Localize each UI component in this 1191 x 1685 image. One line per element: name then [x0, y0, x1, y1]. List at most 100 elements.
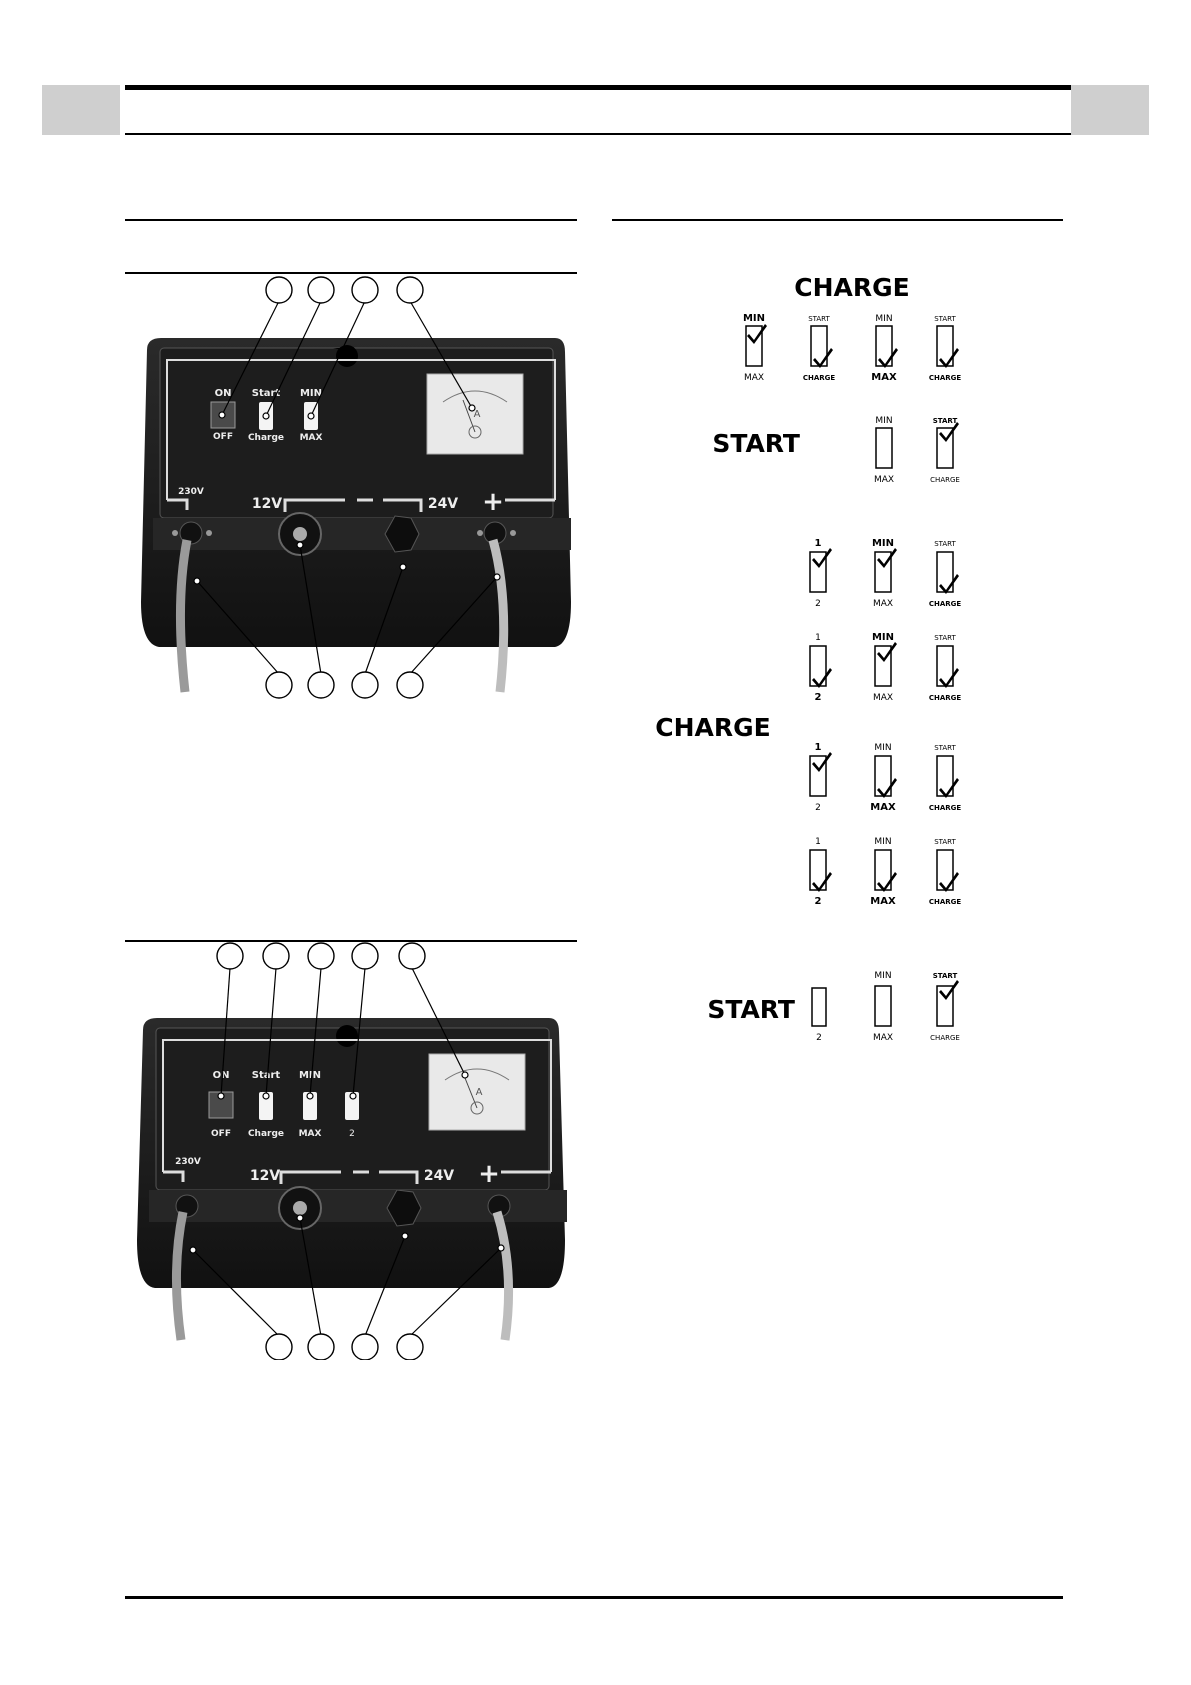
check-icon [877, 778, 897, 798]
ra-one: 1 [815, 538, 822, 549]
start-label-2: Start [252, 1070, 281, 1081]
knob-24v[interactable] [384, 515, 420, 553]
rc-one: 1 [815, 742, 822, 753]
step-switch-2[interactable] [345, 1092, 359, 1120]
min-label-2: MIN [299, 1070, 321, 1081]
mains-cable-2 [171, 1211, 188, 1341]
r1-min-2: MIN [875, 314, 892, 324]
rb-start: START [934, 634, 956, 642]
figure-1-rule [125, 272, 577, 274]
rd-start: START [934, 838, 956, 846]
r2-min: MIN [875, 416, 892, 426]
callout-8 [396, 671, 424, 699]
header-tab-left [42, 85, 120, 135]
min-label: MIN [300, 388, 322, 399]
callout-7 [351, 671, 379, 699]
min-max-switch-2[interactable] [303, 1092, 317, 1120]
footer-rule [125, 1596, 1063, 1599]
frame-230v [167, 498, 189, 510]
re-charge: CHARGE [930, 1034, 960, 1042]
on-label-2: ON [213, 1070, 230, 1081]
ammeter-unit-2: A [476, 1087, 483, 1098]
start-charge-switch-2[interactable] [259, 1092, 273, 1120]
start-title-1: START [712, 429, 800, 458]
left-section-rule [125, 219, 577, 221]
rb-min: MIN [872, 632, 894, 643]
re-max: MAX [873, 1033, 893, 1043]
r2-charge: CHARGE [930, 476, 960, 484]
callout-2-5 [398, 942, 426, 970]
charge-label: Charge [248, 433, 284, 443]
callout-2-3 [307, 942, 335, 970]
start-title-2: START [707, 995, 795, 1024]
header-bottom-rule [125, 133, 1071, 135]
ra-switch-1-2 [809, 551, 827, 593]
max-label-2: MAX [299, 1129, 322, 1139]
rb-max: MAX [873, 693, 893, 703]
rc-start: START [934, 744, 956, 752]
re-switch-start-charge [936, 985, 954, 1027]
plus-label-2: + [478, 1159, 500, 1189]
r2-start: START [933, 417, 958, 425]
r1-switch-min-max-1 [745, 325, 763, 367]
r1-charge-1: CHARGE [803, 374, 836, 382]
ra-max: MAX [873, 599, 893, 609]
r2-max: MAX [874, 475, 894, 485]
ra-min: MIN [872, 538, 894, 549]
callout-1 [265, 276, 293, 304]
ra-start: START [934, 540, 956, 548]
callout-2-6 [265, 1333, 293, 1360]
figure-2-rule [125, 940, 577, 942]
power-switch-2[interactable] [208, 1091, 234, 1119]
check-icon [877, 872, 897, 892]
rc-switch-1-2 [809, 755, 827, 797]
callout-2-8 [351, 1333, 379, 1360]
re-two: 2 [816, 1033, 822, 1043]
rd-min: MIN [874, 837, 891, 847]
ammeter-2 [428, 1053, 526, 1131]
start-label: Start [252, 388, 281, 399]
charger-figure-1: ON OFF Start Charge MIN MAX A 230V 12V 2… [141, 276, 571, 699]
knob-24v-2[interactable] [386, 1189, 422, 1227]
plus-label: + [482, 487, 504, 517]
rd-max: MAX [870, 896, 896, 907]
label-12v-2: 12V [250, 1168, 280, 1184]
rb-one: 1 [815, 633, 821, 643]
rc-min: MIN [874, 743, 891, 753]
check-icon [813, 348, 833, 368]
off-label-2: OFF [211, 1129, 231, 1139]
check-icon [812, 548, 832, 568]
header-top-rule [125, 85, 1071, 90]
check-icon [877, 548, 897, 568]
ammeter-unit: A [474, 409, 481, 420]
r1-min-1: MIN [743, 313, 765, 324]
r2-switch-start-charge [936, 427, 954, 469]
label-12v: 12V [252, 496, 282, 512]
check-icon [747, 324, 767, 344]
check-icon [812, 668, 832, 688]
header-tab-right [1071, 85, 1149, 135]
check-icon [812, 752, 832, 772]
ra-charge: CHARGE [929, 600, 962, 608]
r1-start-1: START [808, 315, 830, 323]
mains-grommet [179, 521, 203, 545]
ra-two: 2 [815, 599, 821, 609]
charge-label-2: Charge [248, 1129, 284, 1139]
check-icon [877, 642, 897, 662]
re-switch-min-max [874, 985, 892, 1027]
switch-setting-guide: CHARGE MIN MAX START CHARGE MIN MAX STAR… [655, 273, 962, 1043]
off-label: OFF [213, 432, 233, 442]
label-24v: 24V [428, 496, 458, 512]
r1-max-1: MAX [744, 373, 764, 383]
r2-switch-min-max [875, 427, 893, 469]
callout-5 [265, 671, 293, 699]
rb-charge: CHARGE [929, 694, 962, 702]
handle-notch-2 [336, 1025, 358, 1047]
callout-4 [396, 276, 424, 304]
callout-2-1 [216, 942, 244, 970]
check-icon [812, 872, 832, 892]
mains-cable [175, 539, 192, 693]
check-icon [939, 980, 959, 1000]
callout-2-4 [351, 942, 379, 970]
on-label: ON [215, 388, 232, 399]
